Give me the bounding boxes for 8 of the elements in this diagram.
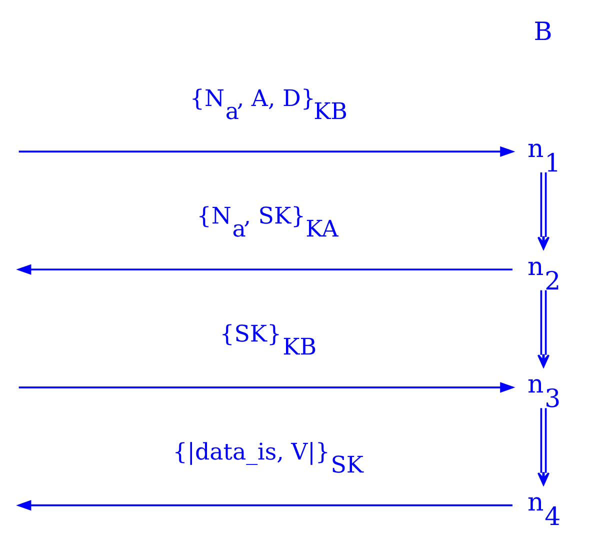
- arrow: [18, 382, 516, 393]
- label: B: [534, 17, 552, 46]
- arrow: [537, 408, 550, 486]
- arrow: [537, 290, 550, 368]
- arrow: [18, 146, 516, 157]
- arrow: [16, 264, 512, 275]
- arrow: [537, 172, 550, 250]
- arrow: [16, 500, 512, 511]
